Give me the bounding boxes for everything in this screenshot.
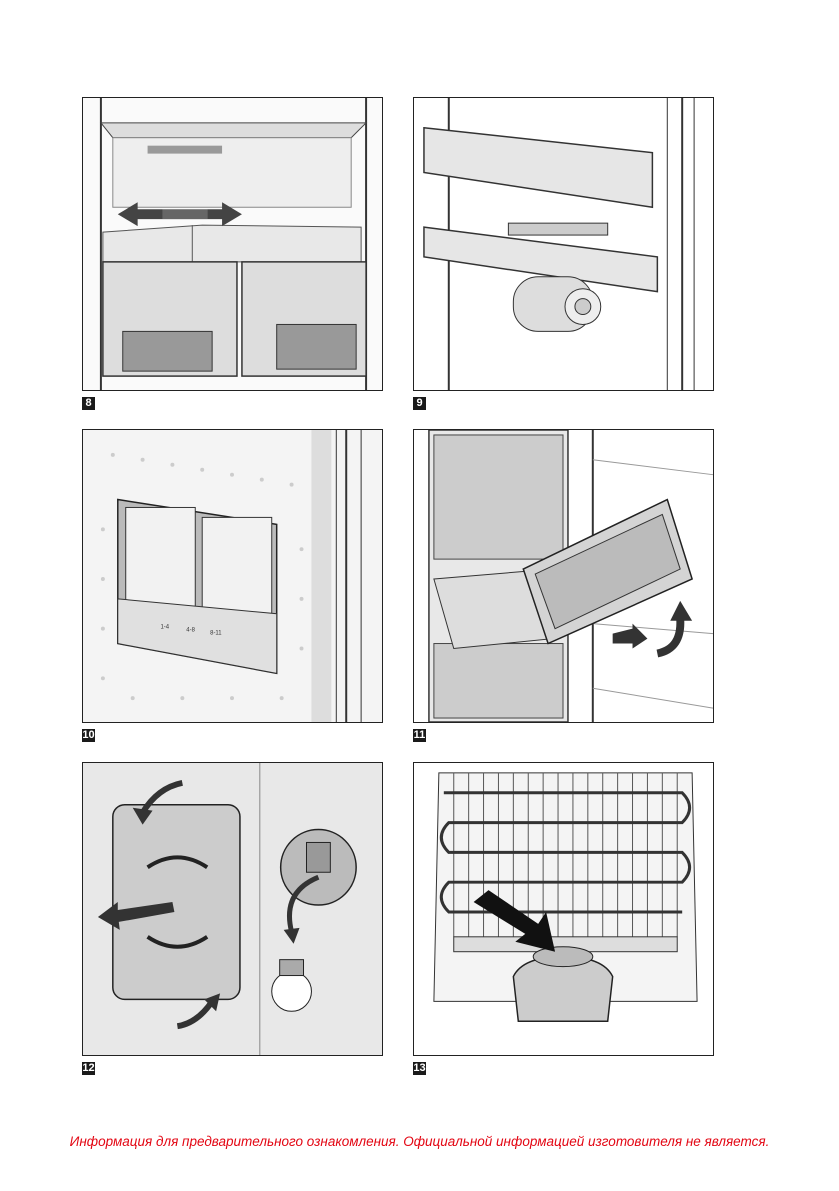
figure-13-illustration: [413, 762, 714, 1056]
panel10-label-3: 8-11: [210, 631, 222, 637]
figure-9-illustration: [413, 97, 714, 391]
figure-11-illustration: [413, 429, 714, 723]
figure-10-illustration: 1-4 4-8 8-11: [82, 429, 383, 723]
figure-12-illustration: [82, 762, 383, 1056]
figure-number-11: 11: [413, 729, 426, 742]
figure-number-12: 12: [82, 1062, 95, 1075]
disclaimer-footer: Информация для предварительного ознакомл…: [69, 1134, 770, 1149]
panel10-label-2: 4-8: [186, 628, 195, 634]
figure-number-10: 10: [82, 729, 95, 742]
figure-8-illustration: [82, 97, 383, 391]
figure-number-8: 8: [82, 397, 95, 410]
figure-number-9: 9: [413, 397, 426, 410]
panel10-label-1: 1-4: [160, 625, 169, 631]
figure-number-13: 13: [413, 1062, 426, 1075]
